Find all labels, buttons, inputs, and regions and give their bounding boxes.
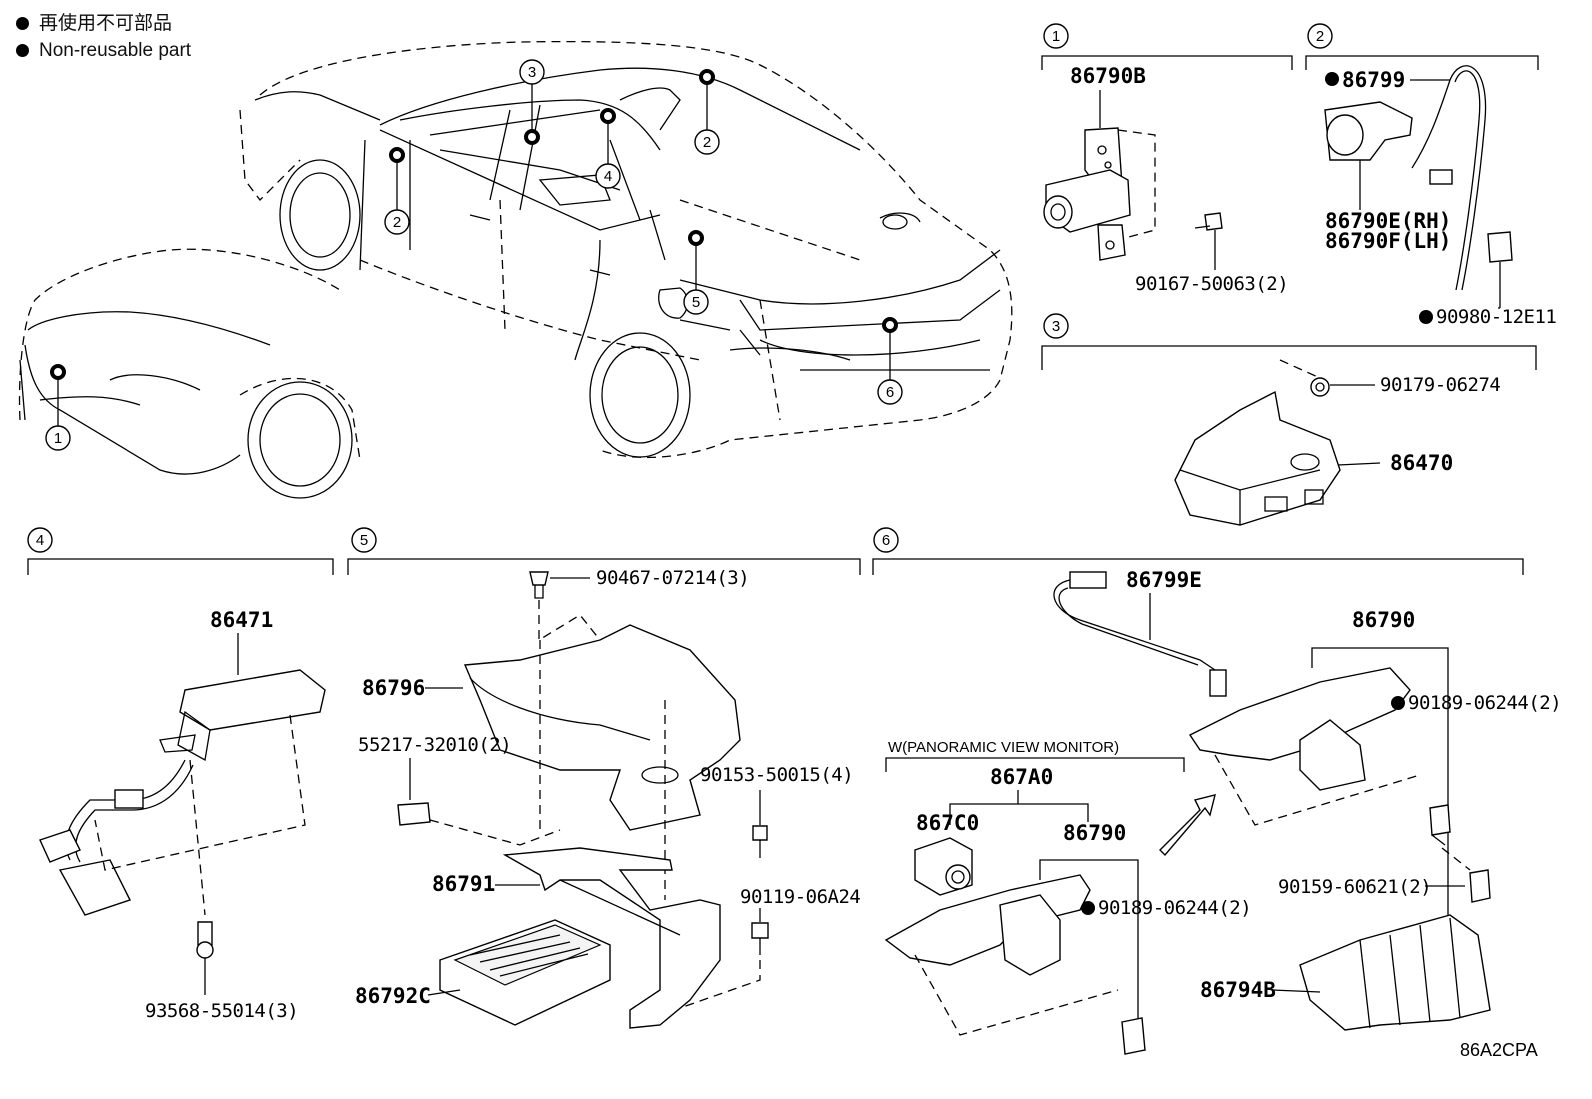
group-1-number: 1 xyxy=(1052,28,1060,45)
part-93568-55014: 93568-55014(3) xyxy=(145,1000,298,1022)
part-86794B: 86794B xyxy=(1200,978,1276,1002)
non-reusable-dot-icon xyxy=(16,17,29,30)
part-867A0: 867A0 xyxy=(990,765,1053,789)
non-reusable-dot-icon xyxy=(1391,696,1405,710)
part-90159-60621: 90159-60621(2) xyxy=(1278,876,1431,898)
callout-circle-3 xyxy=(519,59,545,85)
group-2-number: 2 xyxy=(1316,28,1324,45)
group-3-number: 3 xyxy=(1052,318,1060,335)
part-86796: 86796 xyxy=(362,676,425,700)
car-callouts: 1 2 2 3 4 5 6 xyxy=(45,59,903,451)
part-90153-50015: 90153-50015(4) xyxy=(700,764,853,786)
part-90467-07214: 90467-07214(3) xyxy=(596,567,749,589)
callout-2a-label: 2 xyxy=(393,214,401,231)
callout-4-label: 4 xyxy=(604,168,612,185)
part-867C0: 867C0 xyxy=(916,811,979,835)
callout-circle-5 xyxy=(683,289,709,315)
part-90189-06244-right: 90189-06244(2) xyxy=(1408,692,1561,714)
part-86790B: 86790B xyxy=(1070,64,1146,88)
callout-circle-2a xyxy=(384,209,410,235)
figure-id: 86A2CPA xyxy=(1460,1040,1538,1060)
part-90179-06274: 90179-06274 xyxy=(1380,374,1500,396)
callout-3-label: 3 xyxy=(528,64,536,81)
callout-circle-4 xyxy=(595,163,621,189)
group-6-number: 6 xyxy=(882,532,890,549)
non-reusable-dot-icon xyxy=(1419,310,1433,324)
callout-circle-2b xyxy=(694,129,720,155)
group-1: 1 86790B 90167-50063(2) xyxy=(1041,23,1293,295)
callout-1-label: 1 xyxy=(54,430,62,447)
part-86799: 86799 xyxy=(1342,68,1405,92)
group-4: 4 86471 93568-55014(3) xyxy=(27,527,334,1022)
part-86790F-LH: 86790F(LH) xyxy=(1325,229,1451,253)
callout-circle-6 xyxy=(877,379,903,405)
callout-6-label: 6 xyxy=(886,384,894,401)
legend: 再使用不可部品 Non-reusable part xyxy=(16,10,191,64)
callout-2b-label: 2 xyxy=(703,134,711,151)
group-5: 5 90467-07214(3) 86796 55217-32010(2) 90… xyxy=(347,527,861,1029)
part-86470: 86470 xyxy=(1390,451,1453,475)
non-reusable-dot-icon xyxy=(1325,72,1339,86)
part-90189-06244-sub: 90189-06244(2) xyxy=(1098,897,1251,919)
legend-text-en: Non-reusable part xyxy=(39,40,192,61)
legend-row-jp: 再使用不可部品 xyxy=(16,10,191,37)
part-55217-32010: 55217-32010(2) xyxy=(358,734,511,756)
legend-text-jp: 再使用不可部品 xyxy=(39,13,173,34)
group-2: 2 86799 86790E(RH) 86790F(LH) 90980-12E1… xyxy=(1305,23,1557,328)
part-86792C: 86792C xyxy=(355,984,431,1008)
part-86790E-RH: 86790E(RH) xyxy=(1325,209,1451,233)
car-overview-illustration xyxy=(18,40,1013,499)
part-90980-12E11: 90980-12E11 xyxy=(1436,306,1556,328)
callout-5-label: 5 xyxy=(692,294,700,311)
callout-circle-1 xyxy=(45,425,71,451)
group-4-number: 4 xyxy=(36,532,44,549)
group-5-number: 5 xyxy=(360,532,368,549)
part-86799E: 86799E xyxy=(1126,568,1202,592)
group-6: 6 86799E 86790 90189-06244(2) 90159-6062… xyxy=(872,527,1562,1055)
panoramic-view-monitor-label: W(PANORAMIC VIEW MONITOR) xyxy=(888,739,1119,756)
group-3: 3 90179-06274 86470 xyxy=(1041,313,1537,526)
part-90167-50063: 90167-50063(2) xyxy=(1135,273,1288,295)
part-86791: 86791 xyxy=(432,872,495,896)
non-reusable-dot-icon xyxy=(1081,901,1095,915)
part-90119-06A24: 90119-06A24 xyxy=(740,886,860,908)
non-reusable-dot-icon xyxy=(16,44,29,57)
part-86471: 86471 xyxy=(210,608,273,632)
legend-row-en: Non-reusable part xyxy=(16,37,191,64)
part-86790: 86790 xyxy=(1352,608,1415,632)
part-86790-sub: 86790 xyxy=(1063,821,1126,845)
